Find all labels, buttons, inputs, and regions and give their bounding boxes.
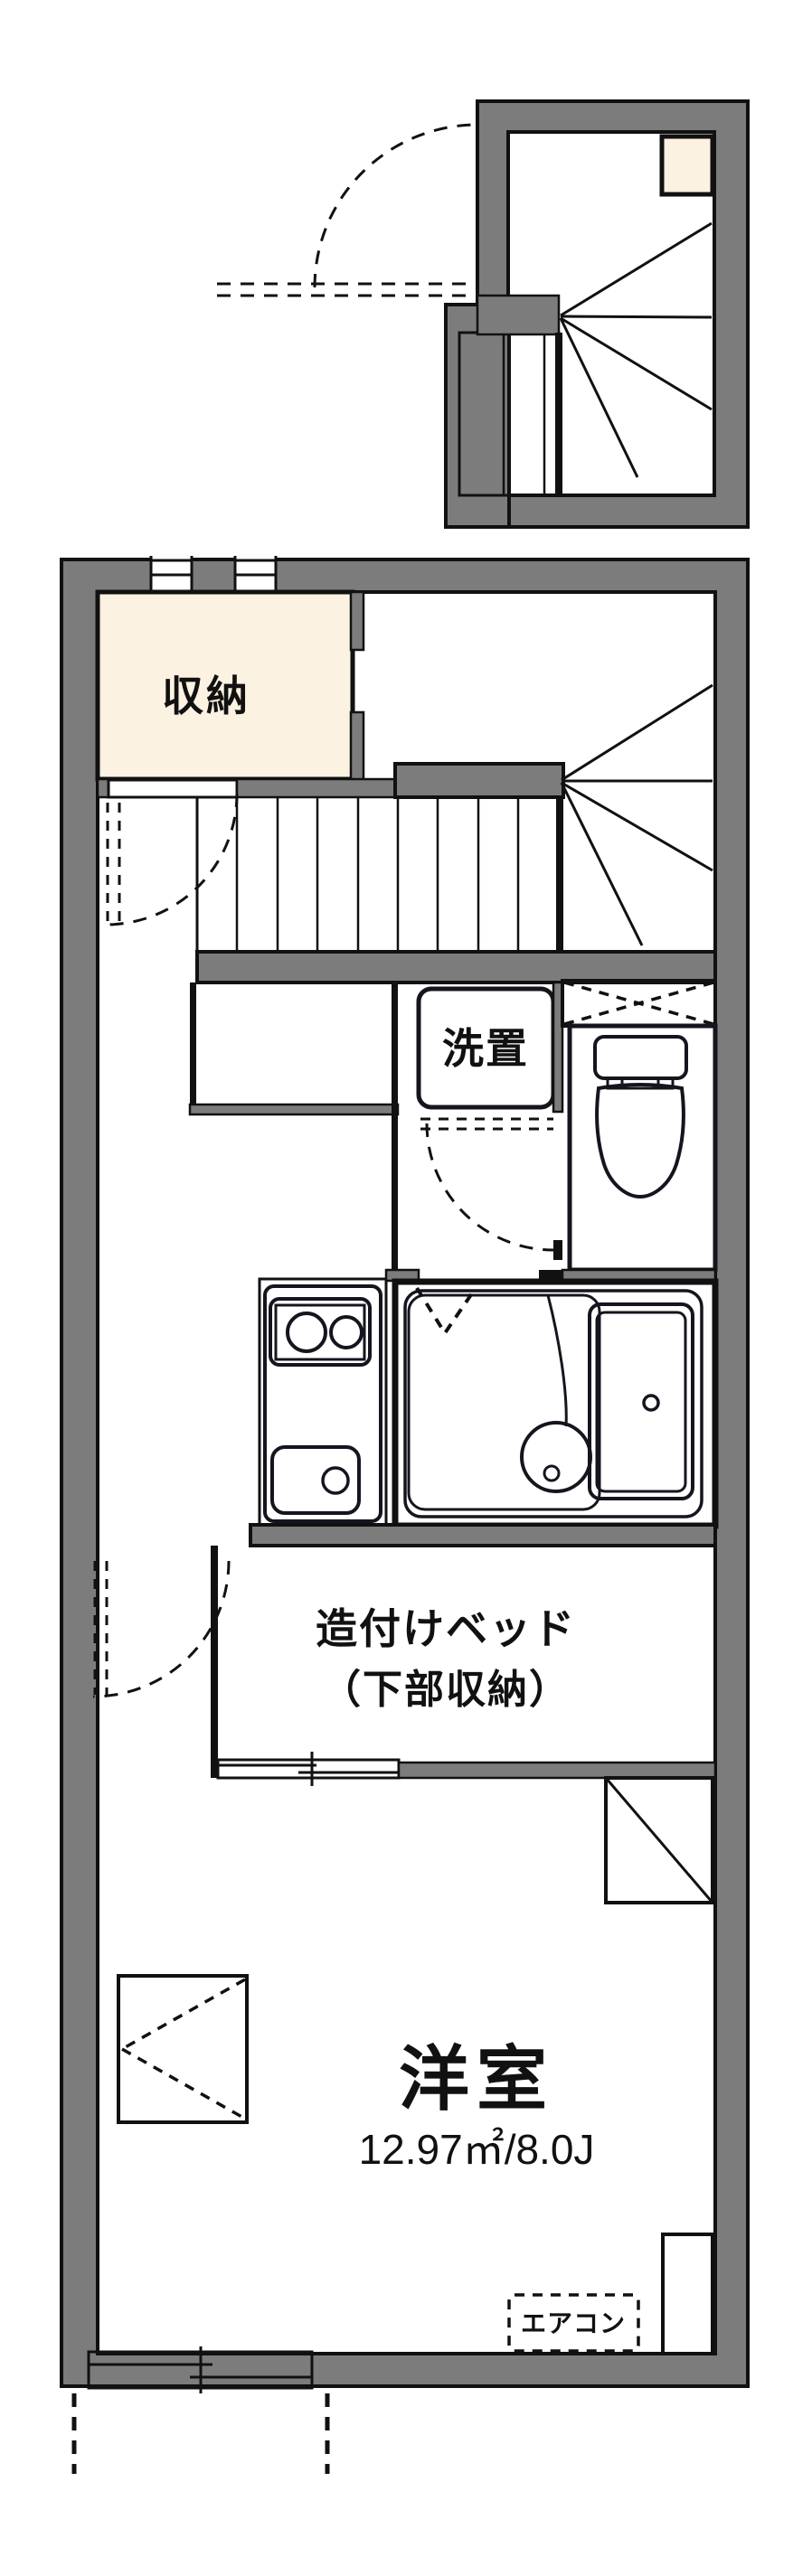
wall-under-stairs bbox=[195, 950, 717, 984]
wall-stub bbox=[96, 777, 110, 799]
washbowl bbox=[520, 1421, 592, 1493]
bedroom-door-arc bbox=[92, 1560, 231, 1698]
burner-left bbox=[286, 1312, 327, 1353]
washroom-area: 洗置 bbox=[188, 981, 564, 1281]
corridor-door-arc bbox=[105, 793, 239, 926]
upper-stair-stub-wall bbox=[476, 294, 561, 336]
bay-window bbox=[117, 1974, 249, 2124]
window-swing-upper bbox=[121, 1978, 246, 2051]
room-name-label: 洋室 bbox=[399, 2039, 554, 2119]
washroom-stub-wall bbox=[188, 1103, 400, 1116]
bath-lining bbox=[403, 1289, 703, 1518]
corner-counter-box bbox=[661, 2233, 714, 2355]
kitchen-sink bbox=[270, 1445, 361, 1515]
upper-floor-plan bbox=[217, 99, 750, 529]
aircon-label: エアコン bbox=[521, 2309, 626, 2337]
upper-stair-divider bbox=[555, 333, 562, 495]
closet-wall bbox=[190, 982, 196, 1112]
washer-toilet-divider bbox=[552, 981, 564, 1114]
wall-under-storage bbox=[235, 777, 397, 799]
bathtub-inner bbox=[595, 1311, 687, 1493]
corridor-door bbox=[105, 793, 239, 926]
laundry-label: 洗置 bbox=[442, 1025, 529, 1072]
storage-label: 収納 bbox=[162, 672, 250, 719]
kitchen bbox=[258, 1277, 388, 1527]
bed-area: 造付けベッド （下部収納） bbox=[92, 1546, 717, 1904]
washbowl-drain bbox=[543, 1464, 561, 1482]
refrigerator-diagonal bbox=[604, 1777, 714, 1904]
western-room: 洋室 12.97㎡/8.0J エアコン bbox=[117, 1974, 714, 2355]
storage-side-wall bbox=[349, 590, 365, 652]
main-winder-fan bbox=[560, 683, 713, 946]
upper-winder-fan bbox=[559, 221, 713, 478]
door-jamb-stub bbox=[553, 1240, 562, 1260]
upper-closet-box bbox=[659, 134, 715, 197]
window-swing-lower bbox=[121, 2047, 246, 2120]
window-sash bbox=[233, 559, 278, 577]
main-floor-plan: 収納 bbox=[60, 556, 750, 2474]
shower-partition-line bbox=[546, 1294, 568, 1427]
toilet-bowl bbox=[595, 1083, 685, 1199]
refrigerator-space bbox=[604, 1776, 714, 1904]
stair-divider bbox=[556, 797, 563, 952]
storage-side-wall bbox=[349, 710, 365, 783]
bathtub bbox=[588, 1302, 694, 1500]
wall-under-bed bbox=[397, 1761, 717, 1780]
room-size-label: 12.97㎡/8.0J bbox=[359, 2126, 595, 2173]
top-windows bbox=[149, 556, 278, 596]
entrance-door-arc bbox=[313, 123, 478, 288]
kitchen-unit bbox=[263, 1284, 382, 1523]
stove-top bbox=[269, 1297, 372, 1367]
main-staircase bbox=[195, 683, 717, 984]
tub-handle bbox=[642, 1394, 660, 1412]
bed-left-wall bbox=[211, 1546, 218, 1778]
washroom-left-wall bbox=[392, 982, 398, 1281]
upper-entry-wall bbox=[444, 303, 511, 529]
burner-right bbox=[329, 1315, 364, 1349]
stair-stub-wall bbox=[393, 762, 565, 799]
stair-treads bbox=[235, 797, 520, 952]
toilet-seat-hinge bbox=[606, 1076, 675, 1090]
washroom-door-arc bbox=[425, 1123, 554, 1252]
storage-room bbox=[95, 589, 355, 782]
aircon-box bbox=[507, 2293, 640, 2353]
wall-under-kitchen-bath bbox=[249, 1523, 717, 1547]
window-sash bbox=[149, 559, 194, 577]
sink-drain bbox=[321, 1466, 350, 1495]
bed-label-line2: （下部収納） bbox=[321, 1668, 571, 1712]
bottom-window bbox=[87, 2346, 314, 2393]
bed-label-line1: 造付けベッド bbox=[316, 1605, 576, 1652]
shower-floor bbox=[407, 1293, 601, 1511]
stove-frame bbox=[274, 1303, 366, 1361]
